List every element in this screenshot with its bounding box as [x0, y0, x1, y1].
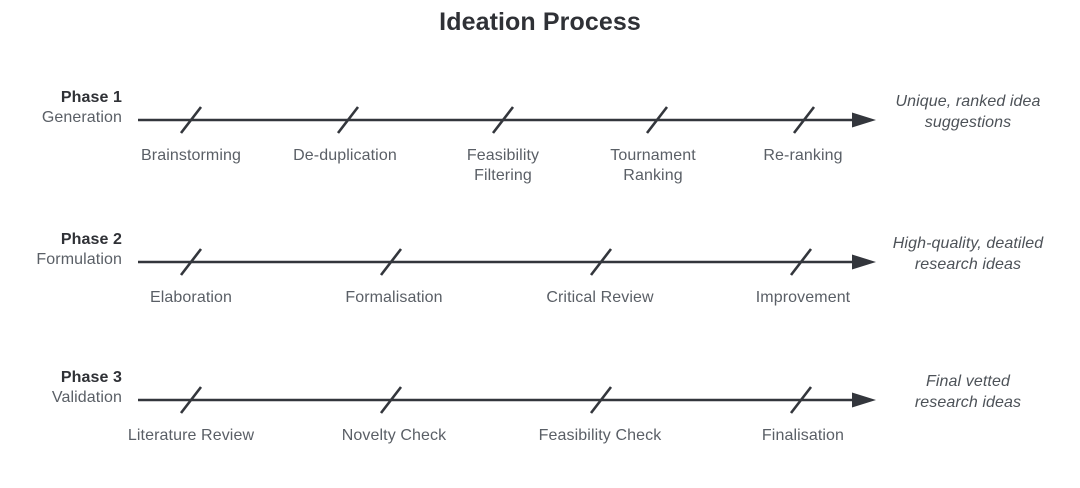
tick-mark	[792, 106, 816, 134]
phase-subtitle-2: Formulation	[36, 251, 122, 268]
step-label: Tournament Ranking	[610, 147, 696, 185]
step-label: Critical Review	[546, 289, 654, 306]
tick-mark	[336, 106, 360, 134]
tick-mark	[589, 248, 613, 276]
step-label: Novelty Check	[341, 427, 447, 444]
step-label: De-duplication	[293, 147, 397, 164]
tick-mark	[379, 386, 403, 414]
phase-outcome-1: Unique, ranked idea suggestions	[895, 93, 1041, 131]
tick-mark	[789, 248, 813, 276]
phase-outcome-3: Final vetted research ideas	[914, 373, 1022, 411]
step-label: Finalisation	[761, 427, 845, 444]
phase-caption-2: Phase 2 Formulation	[0, 230, 122, 270]
phase-row-2: Phase 2 Formulation Elaboration Formalis…	[0, 230, 1080, 350]
step-label: Improvement	[755, 289, 851, 306]
phase-caption-3: Phase 3 Validation	[0, 368, 122, 408]
phase-name-2: Phase 2	[60, 231, 122, 248]
step-label: Elaboration	[149, 289, 233, 306]
tick-mark	[589, 386, 613, 414]
phase-row-3: Phase 3 Validation Literature Review Nov…	[0, 368, 1080, 488]
phase-subtitle-1: Generation	[41, 109, 122, 126]
step-label: Feasibility Filtering	[466, 147, 540, 185]
phase-name-1: Phase 1	[60, 89, 122, 106]
tick-mark	[179, 106, 203, 134]
step-label: Re-ranking	[763, 147, 843, 164]
step-label: Feasibility Check	[538, 427, 662, 444]
phase-caption-1: Phase 1 Generation	[0, 88, 122, 128]
tick-mark	[645, 106, 669, 134]
tick-mark	[179, 248, 203, 276]
phase-subtitle-3: Validation	[51, 389, 122, 406]
tick-mark	[179, 386, 203, 414]
step-label: Formalisation	[345, 289, 443, 306]
phase-name-3: Phase 3	[60, 369, 122, 386]
ideation-process-diagram: Ideation Process Phase 1 Generation Brai…	[0, 8, 1080, 444]
tick-mark	[789, 386, 813, 414]
page-title: Ideation Process	[439, 8, 641, 36]
tick-mark	[379, 248, 403, 276]
step-label: Literature Review	[127, 427, 255, 444]
step-label: Brainstorming	[140, 147, 242, 164]
tick-mark	[491, 106, 515, 134]
phase-outcome-2: High-quality, deatiled research ideas	[892, 235, 1044, 273]
phase-row-1: Phase 1 Generation Brainstorming De-dupl…	[0, 88, 1080, 208]
